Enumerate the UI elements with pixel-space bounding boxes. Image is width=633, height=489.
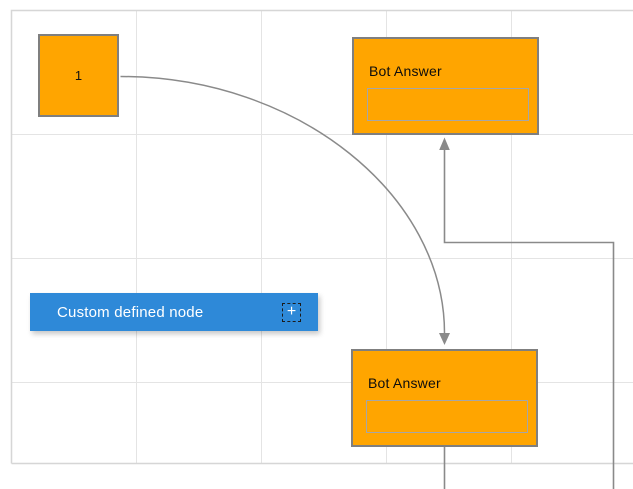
plus-icon: + (286, 303, 297, 320)
node-bot-answer-bottom[interactable]: Bot Answer (351, 349, 538, 447)
arrowhead-down-icon (439, 333, 450, 345)
node-bot-answer-top[interactable]: Bot Answer (352, 37, 539, 135)
node-start[interactable]: 1 (38, 34, 119, 117)
page-border (10, 9, 633, 465)
link-elbow[interactable] (439, 137, 615, 489)
node-start-label: 1 (74, 68, 83, 83)
bot-answer-input[interactable] (366, 400, 528, 433)
link-curve[interactable] (120, 75, 451, 346)
bot-answer-title: Bot Answer (369, 63, 442, 79)
arrowhead-up-icon (439, 137, 450, 150)
add-node-button[interactable]: + (282, 302, 301, 322)
node-custom-defined[interactable]: Custom defined node + (30, 293, 318, 331)
custom-node-label: Custom defined node (57, 303, 204, 321)
bot-answer-title: Bot Answer (368, 375, 441, 391)
bot-answer-input[interactable] (367, 88, 529, 121)
